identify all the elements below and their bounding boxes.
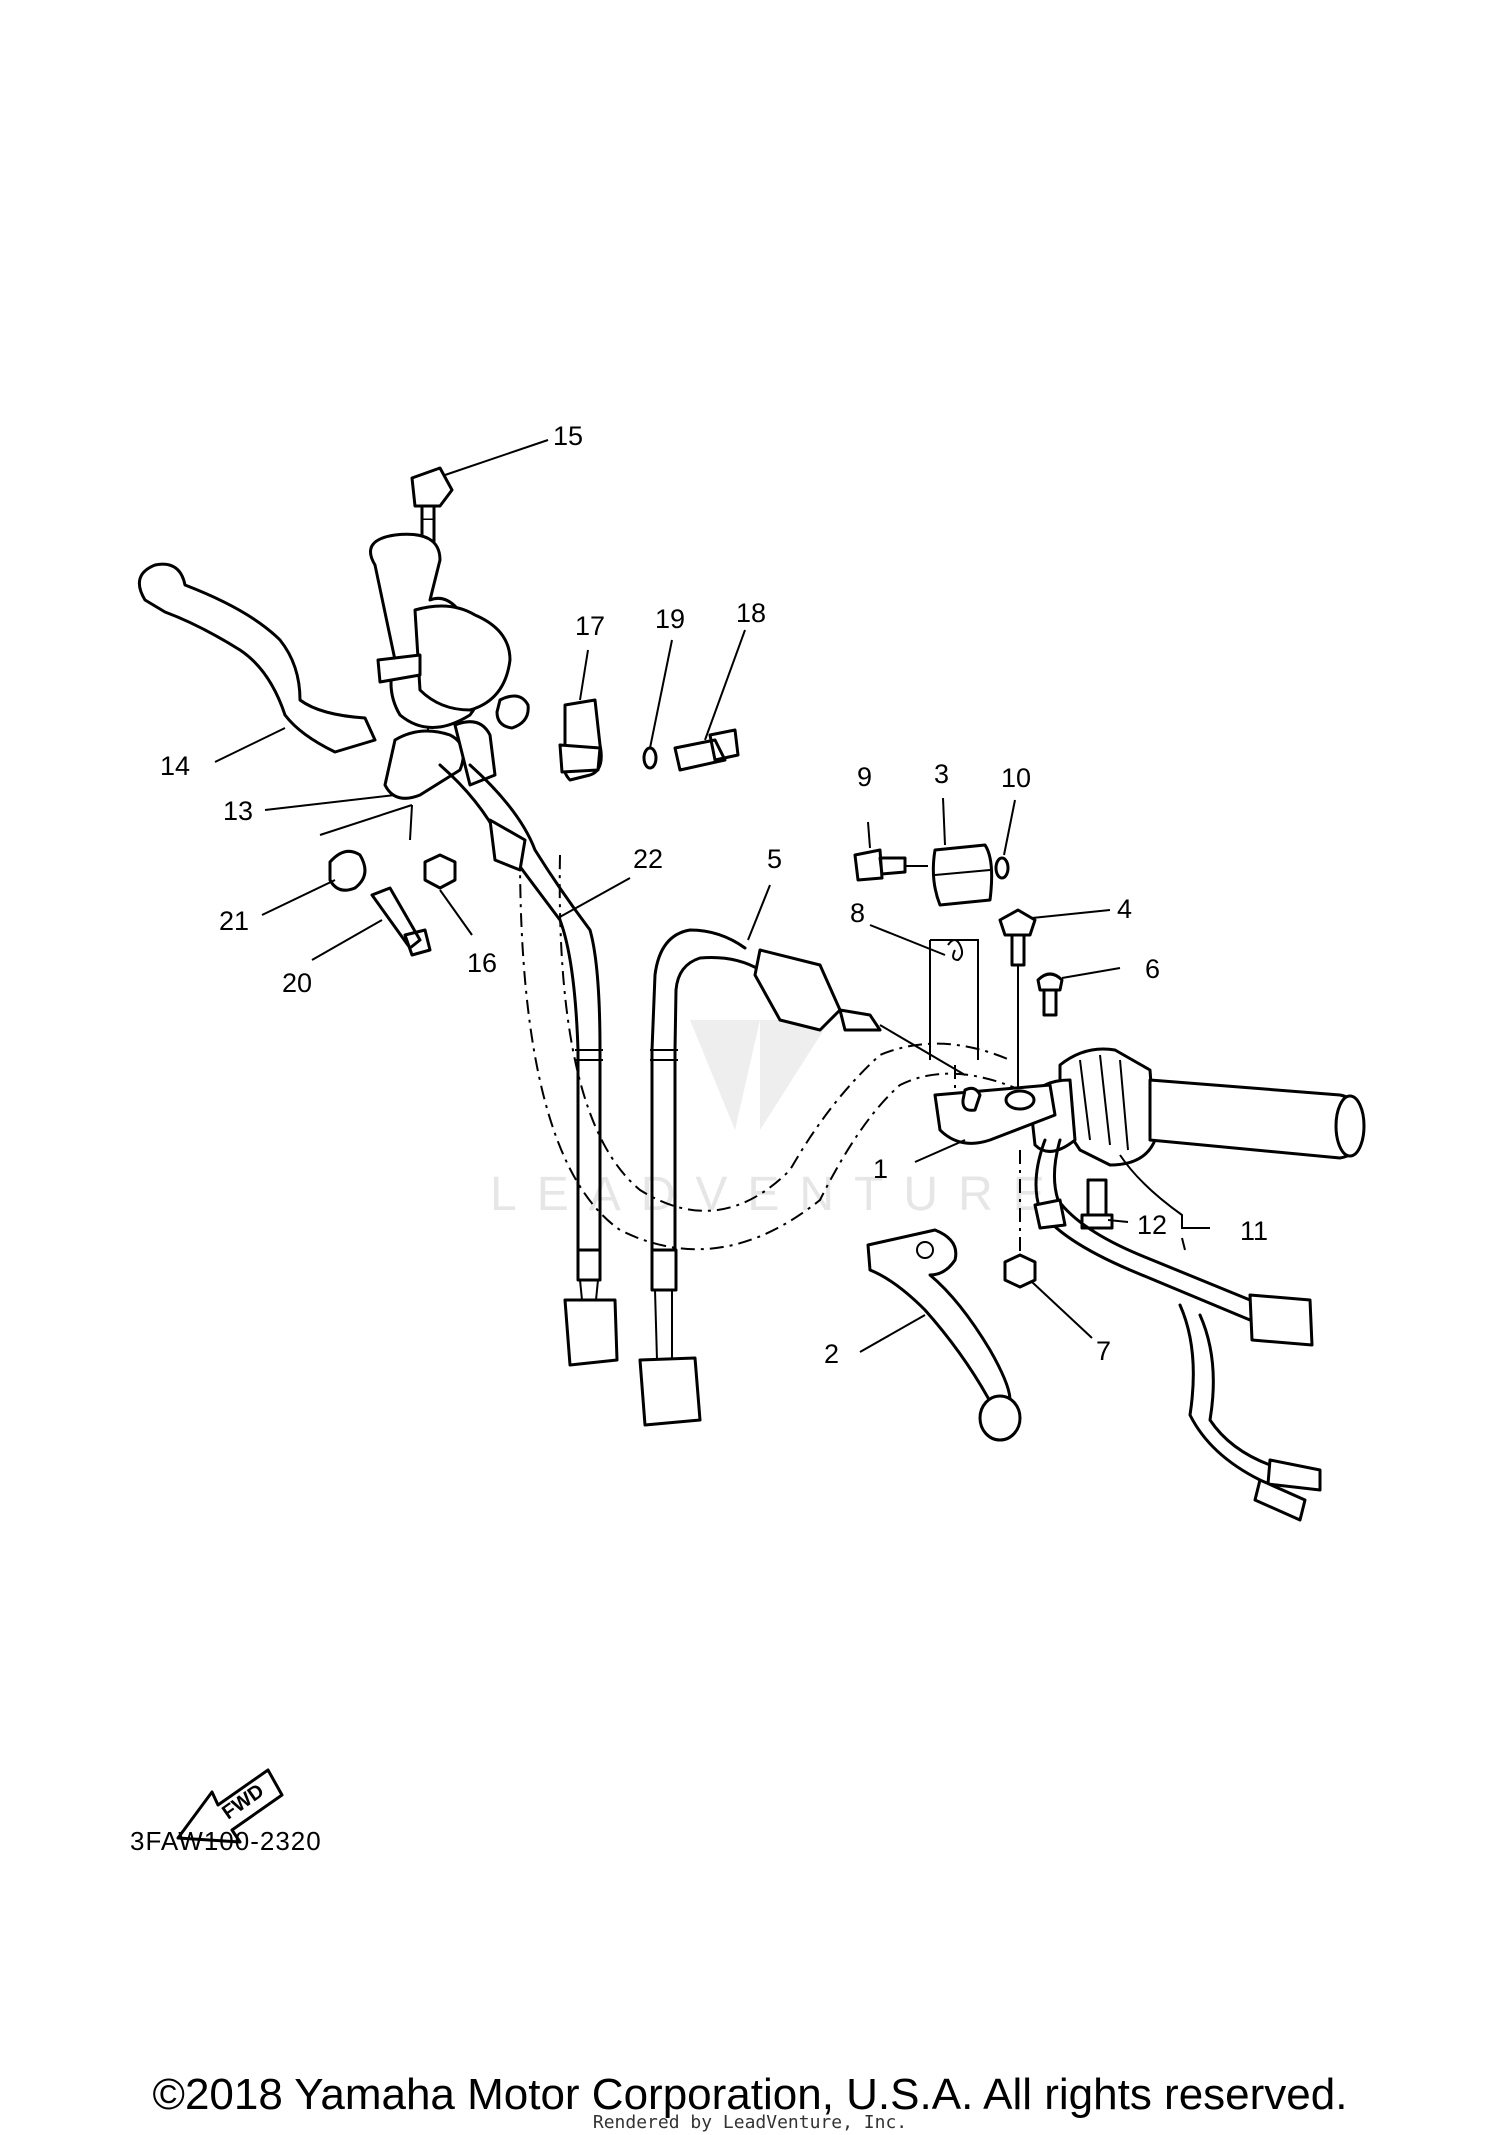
callout-10: 10 (1001, 763, 1031, 793)
bolt-9 (853, 848, 907, 882)
screw-4 (998, 908, 1037, 967)
connector-5 (638, 1356, 702, 1427)
connector-22 (563, 1298, 619, 1367)
callout-11: 11 (1240, 1216, 1268, 1246)
callout-9: 9 (857, 762, 872, 792)
cap-3 (931, 843, 994, 907)
callout-6: 6 (1145, 954, 1160, 984)
bolt-20 (370, 886, 432, 957)
callout-21: 21 (219, 906, 249, 936)
fwd-arrow-icon: FWD (176, 1768, 284, 1844)
callout-16: 16 (467, 948, 497, 978)
nut-7 (1003, 1253, 1037, 1289)
callout-1: 1 (873, 1154, 888, 1184)
cable-22 (438, 763, 580, 1252)
switch-body-11 (1058, 1047, 1157, 1167)
callout-12: 12 (1137, 1210, 1167, 1240)
brake-lever-2 (866, 1228, 1012, 1407)
callout-4: 4 (1117, 894, 1132, 924)
callout-3: 3 (934, 759, 949, 789)
callout-18: 18 (736, 598, 766, 628)
watermark-logo-icon (690, 1020, 830, 1130)
callout-17: 17 (575, 611, 605, 641)
callout-14: 14 (160, 751, 190, 781)
adjuster-21 (328, 849, 367, 892)
callout-15: 15 (553, 421, 583, 451)
callout-7: 7 (1096, 1336, 1111, 1366)
clutch-lever-14 (137, 562, 377, 754)
bolt-15 (410, 466, 454, 522)
callout-22: 22 (633, 844, 663, 874)
cable-5 (650, 928, 747, 1252)
copyright-text: ©2018 Yamaha Motor Corporation, U.S.A. A… (152, 2070, 1348, 2119)
screw-6 (1036, 972, 1064, 1017)
nut-16 (423, 853, 457, 890)
leader-lines (214, 439, 1210, 1353)
callout-19: 19 (655, 604, 685, 634)
rendered-by-text: Rendered by LeadVenture, Inc. (592, 2112, 908, 2133)
callouts: 15 17 19 18 14 13 22 21 20 16 5 9 3 10 8… (160, 421, 1268, 1369)
callout-13: 13 (223, 796, 253, 826)
callout-8: 8 (850, 898, 865, 928)
watermark: LEADVENTURE (490, 1020, 1065, 1221)
handle-grip (1148, 1078, 1364, 1160)
bolt-12 (1080, 1178, 1114, 1230)
callout-5: 5 (767, 844, 782, 874)
washer-10 (994, 856, 1010, 880)
watermark-text: LEADVENTURE (490, 1168, 1065, 1221)
clutch-lever-assembly (137, 466, 740, 1367)
brake-lever-assembly (638, 843, 1366, 1522)
diagram-code: 3FAW100-2320 (130, 1826, 322, 1856)
callout-20: 20 (282, 968, 312, 998)
connector-11 (1248, 1293, 1314, 1347)
handlebar-outline (519, 854, 1021, 1251)
screw-18 (673, 728, 740, 772)
clamp-13 (383, 729, 465, 800)
switch-8 (929, 939, 979, 1060)
washer-19 (642, 746, 658, 770)
callout-2: 2 (824, 1339, 839, 1369)
